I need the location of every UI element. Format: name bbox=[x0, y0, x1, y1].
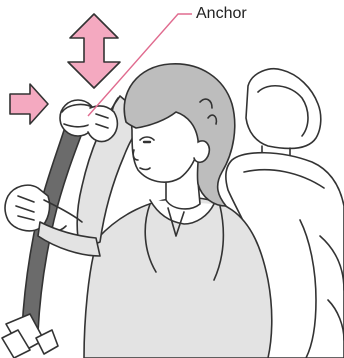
anchor-callout-label: Anchor bbox=[196, 5, 247, 23]
right-pointing-arrow-icon bbox=[10, 84, 48, 124]
up-down-double-arrow-icon bbox=[68, 14, 120, 88]
